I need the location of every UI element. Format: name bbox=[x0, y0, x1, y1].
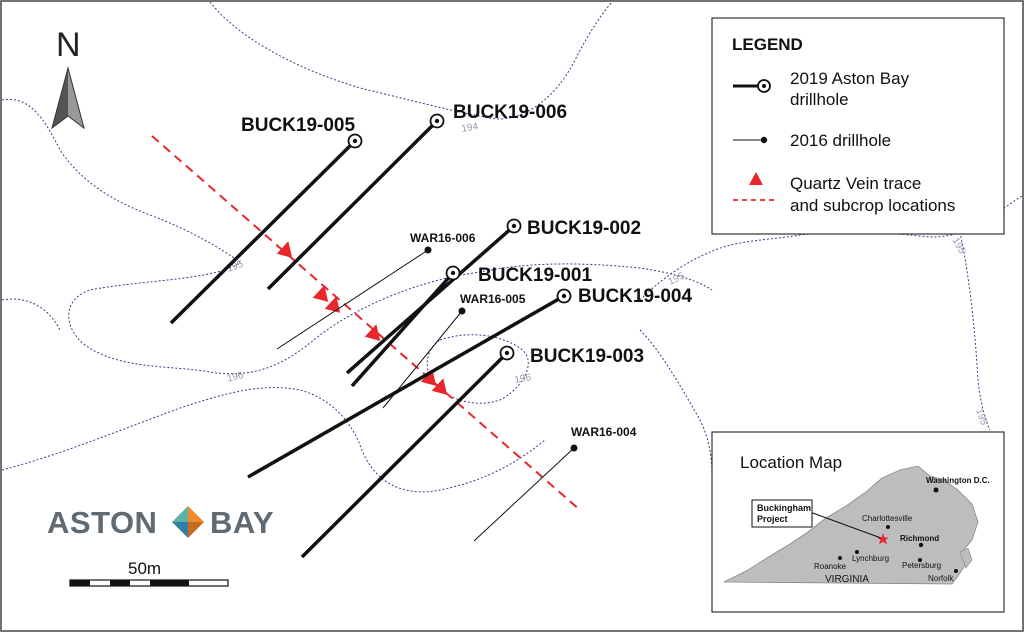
drillhole-label: BUCK19-006 bbox=[453, 102, 567, 123]
collar-dot bbox=[352, 138, 358, 144]
scale-bar-outline bbox=[69, 579, 229, 587]
contour-line bbox=[1, 387, 546, 493]
vein-triangle-icon bbox=[324, 296, 341, 313]
contour-label: 194 bbox=[461, 121, 480, 135]
drillhole-2019-trace bbox=[169, 139, 357, 325]
drillhole-label: BUCK19-004 bbox=[578, 286, 692, 307]
city-label: Roanoke bbox=[814, 562, 847, 571]
legend-box bbox=[711, 17, 1005, 235]
city-label: Charlottesville bbox=[862, 514, 913, 523]
vein-subcrop-triangles bbox=[276, 241, 448, 395]
drillhole-2016-collar[interactable] bbox=[458, 307, 466, 315]
city-label: Norfolk bbox=[928, 574, 954, 583]
city-label: Lynchburg bbox=[852, 554, 889, 563]
scale-label: 50m bbox=[128, 559, 161, 578]
scale-bar: 50m bbox=[69, 559, 229, 587]
inset-title: Location Map bbox=[740, 453, 842, 472]
scale-segment bbox=[150, 580, 189, 586]
legend-item-2019-line2: drillhole bbox=[790, 90, 849, 109]
drillhole-2019-trace bbox=[266, 119, 439, 291]
city-dot bbox=[933, 487, 939, 493]
eastern-shore-shape bbox=[959, 547, 973, 569]
drillhole-2016-trace bbox=[473, 447, 575, 542]
contour-line bbox=[1, 298, 61, 331]
city-dot bbox=[954, 569, 958, 573]
drillholes-2019 bbox=[169, 119, 565, 559]
collar-dot bbox=[511, 223, 517, 229]
drillhole-2016-symbol-dot bbox=[760, 136, 768, 144]
drillhole-2016-collar[interactable] bbox=[424, 246, 432, 254]
collar-dot bbox=[504, 350, 510, 356]
drillhole-2019-trace bbox=[247, 294, 565, 479]
brand-right: BAY bbox=[210, 505, 274, 540]
quartz-vein-trace bbox=[151, 135, 581, 511]
contour-label: 196 bbox=[226, 370, 245, 385]
vein-triangle-icon bbox=[276, 241, 293, 258]
collar-dot bbox=[450, 270, 456, 276]
vein-triangle-icon bbox=[420, 369, 437, 386]
contour-line bbox=[209, 1, 613, 120]
legend-item-vein: Quartz Vein trace bbox=[790, 174, 921, 193]
vein-triangle-icon bbox=[312, 285, 329, 302]
project-callout-box bbox=[751, 499, 813, 528]
legend-item-vein-line2: and subcrop locations bbox=[790, 196, 955, 215]
city-label: Petersburg bbox=[902, 561, 941, 570]
drillhole-2019-collar-dots bbox=[352, 118, 567, 356]
city-dot bbox=[838, 556, 842, 560]
state-label: VIRGINIA bbox=[825, 574, 869, 585]
city-dot bbox=[886, 525, 890, 529]
brand-left: ASTON bbox=[47, 505, 157, 540]
collar-dot bbox=[434, 118, 440, 124]
drillhole-2016-label: WAR16-005 bbox=[460, 292, 526, 306]
drillhole-2016-label: WAR16-004 bbox=[571, 425, 637, 439]
vein-triangle-icon bbox=[364, 324, 381, 341]
contour-label: 196 bbox=[514, 372, 533, 386]
vein-triangle-icon bbox=[749, 172, 763, 185]
city-dot bbox=[855, 550, 859, 554]
contour-line bbox=[426, 334, 529, 404]
drillhole-label: BUCK19-001 bbox=[478, 265, 592, 286]
collar-dot bbox=[561, 293, 567, 299]
scale-segment bbox=[70, 580, 90, 586]
drillhole-2019-trace bbox=[300, 351, 509, 559]
contour-line bbox=[1, 98, 713, 375]
project-callout-line bbox=[809, 511, 882, 539]
legend-title: LEGEND bbox=[732, 35, 803, 54]
drillhole-label: BUCK19-002 bbox=[527, 218, 641, 239]
location-map-inset: Location Map Washington D.C. Charlottesv… bbox=[711, 431, 1005, 613]
drillhole-2016-collar[interactable] bbox=[570, 444, 578, 452]
project-label-line2: Project bbox=[757, 514, 788, 524]
city-label: Richmond bbox=[900, 534, 939, 543]
legend: LEGEND 2019 Aston Bay drillhole 2016 dri… bbox=[711, 17, 1005, 235]
north-arrow: N bbox=[51, 26, 85, 130]
drillhole-2016-trace bbox=[276, 249, 429, 350]
drillhole-2019-symbol-dot bbox=[762, 84, 766, 88]
drillhole-label: BUCK19-003 bbox=[530, 346, 644, 367]
aston-bay-logo: ASTON BAY bbox=[47, 505, 274, 540]
legend-item-2016: 2016 drillhole bbox=[790, 131, 891, 150]
drillhole-2016-label: WAR16-006 bbox=[410, 231, 476, 245]
vein-triangle-icon bbox=[431, 378, 448, 395]
legend-item-2019: 2019 Aston Bay bbox=[790, 69, 910, 88]
north-label: N bbox=[56, 26, 81, 64]
drillhole-label: BUCK19-005 bbox=[241, 115, 355, 136]
project-star-icon bbox=[877, 533, 889, 545]
scale-segment bbox=[110, 580, 130, 586]
project-label: Buckingham bbox=[757, 503, 811, 513]
city-dot bbox=[918, 542, 924, 548]
drillhole-2019-trace bbox=[350, 271, 455, 388]
north-arrow-icon bbox=[51, 66, 85, 130]
city-label: Washington D.C. bbox=[926, 476, 990, 485]
city-dot bbox=[918, 558, 922, 562]
aston-bay-diamond-icon bbox=[172, 506, 204, 538]
